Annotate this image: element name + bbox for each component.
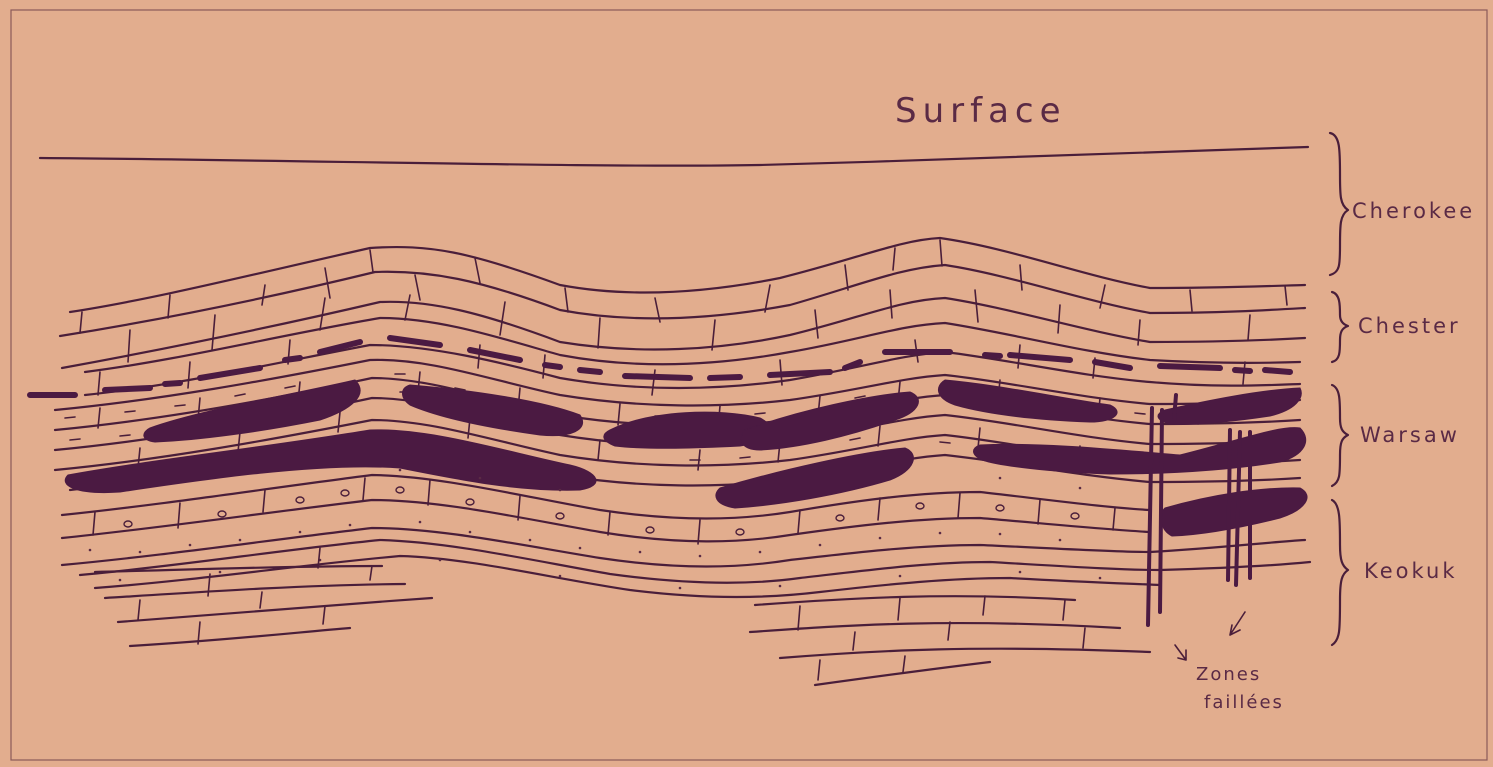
lower-right-limestone [750, 596, 1150, 685]
ore-lens [974, 428, 1306, 474]
lower-left-limestone [95, 548, 432, 646]
fault-note-line1: Zones [1196, 664, 1261, 685]
ore-lens [144, 380, 360, 442]
formation-label-warsaw: Warsaw [1360, 423, 1460, 447]
formation-brackets [1330, 133, 1348, 645]
ore-lens [1158, 388, 1301, 424]
formation-label-keokuk: Keokuk [1364, 559, 1457, 583]
formation-label-cherokee: Cherokee [1352, 199, 1475, 223]
keokuk-beds [62, 469, 1310, 597]
cherokee-bracket [1330, 133, 1348, 275]
ore-lens [1161, 488, 1307, 536]
ore-lens [403, 385, 583, 436]
keokuk-bracket [1332, 500, 1348, 645]
ore-bodies [65, 380, 1307, 536]
surface-line [40, 147, 1308, 166]
formation-label-chester: Chester [1358, 314, 1461, 338]
warsaw-bracket [1332, 385, 1348, 486]
surface-title: Surface [895, 91, 1067, 131]
fault-arrows [1175, 612, 1245, 660]
chert-dashes [30, 338, 1290, 395]
fault-note-line2: faillées [1204, 692, 1284, 713]
chester-bracket [1332, 292, 1348, 362]
